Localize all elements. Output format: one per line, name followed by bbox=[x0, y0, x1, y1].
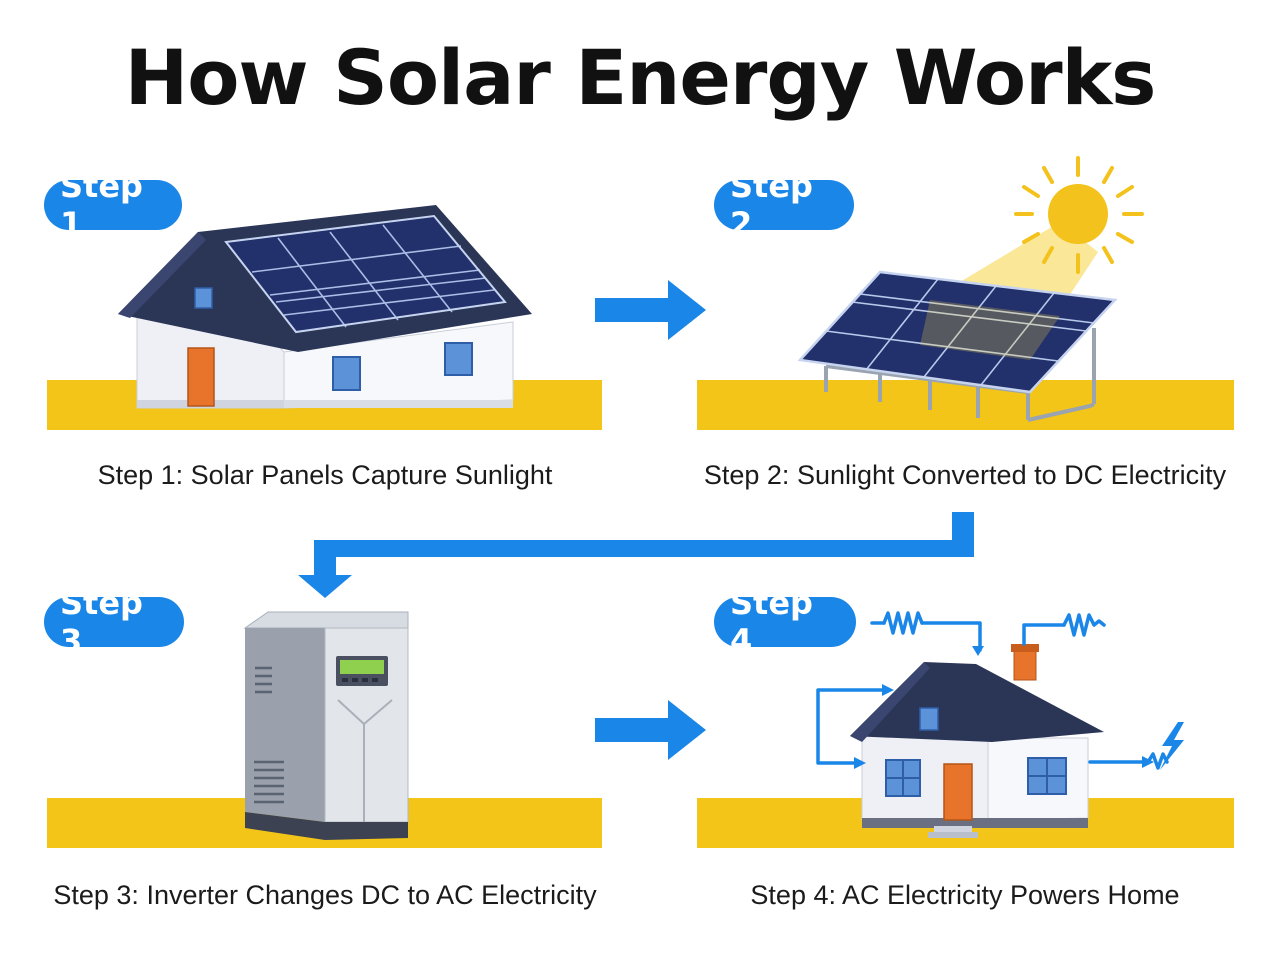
step2-caption: Step 2: Sunlight Converted to DC Electri… bbox=[703, 460, 1227, 490]
sun-icon bbox=[1014, 156, 1144, 274]
ground-strip-step2 bbox=[697, 380, 1234, 430]
page-title: How Solar Energy Works bbox=[124, 33, 1157, 122]
step4-caption: Step 4: AC Electricity Powers Home bbox=[750, 880, 1180, 910]
lightning-bolt-icon bbox=[1160, 722, 1184, 770]
step3-caption: Step 3: Inverter Changes DC to AC Electr… bbox=[53, 880, 597, 910]
step1-caption: Step 1: Solar Panels Capture Sunlight bbox=[97, 460, 553, 490]
